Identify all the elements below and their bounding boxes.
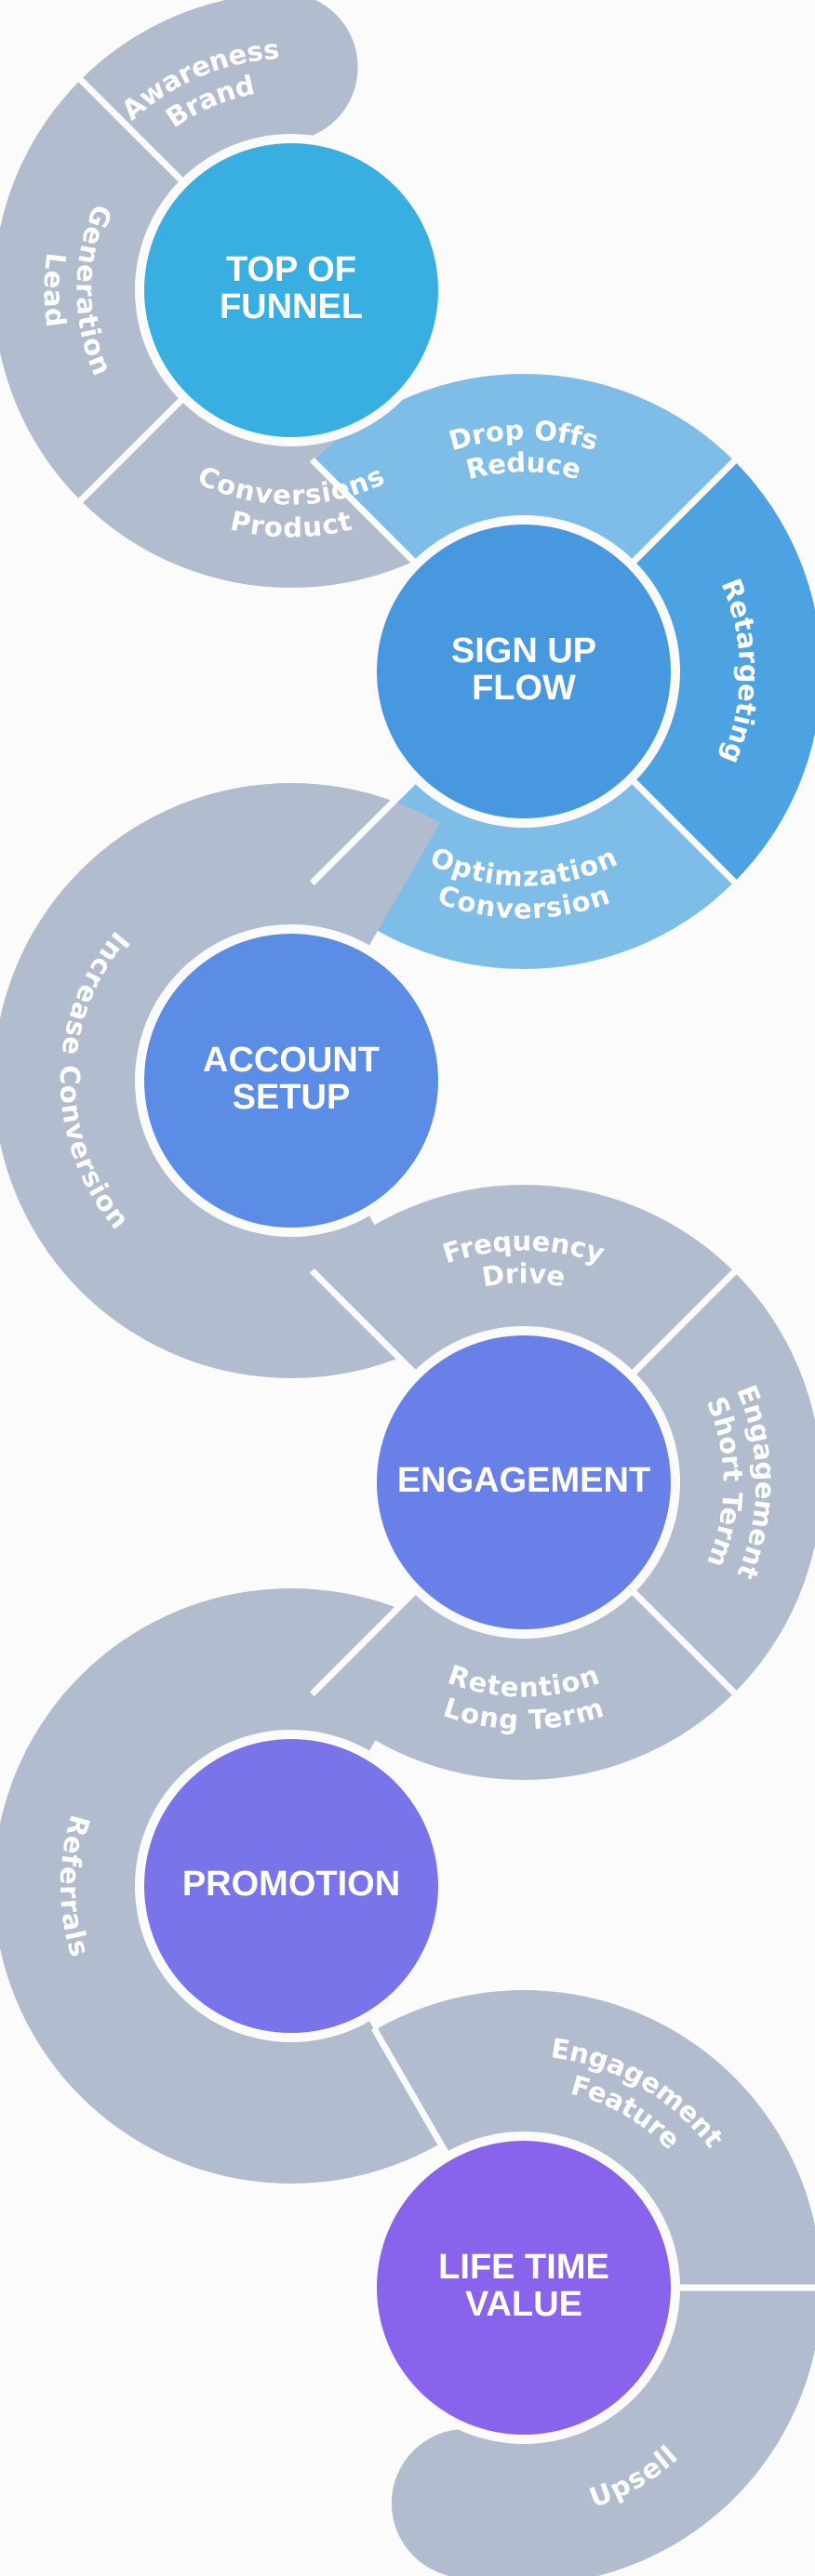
stage-title: FUNNEL [220, 287, 363, 326]
segment-short-term-engagement [629, 1271, 815, 1693]
label-drive-frequency-line: Drive [480, 1257, 568, 1293]
stage-circle [144, 1739, 438, 2033]
stage-circle [377, 524, 671, 818]
stage-title: TOP OF [226, 250, 356, 289]
sep-brand-lead [76, 75, 190, 189]
stage-title: VALUE [465, 2285, 582, 2324]
stage-title: SIGN UP [451, 631, 596, 671]
stage-title: ENGAGEMENT [397, 1461, 650, 1500]
stage-title: PROMOTION [182, 1865, 400, 1904]
segment-reduce-drop-offs [313, 373, 735, 566]
sep-drive-short [625, 1268, 739, 1381]
label-lead-generation-line: Lead [37, 251, 72, 329]
sep-product-reduce [309, 457, 422, 570]
stage-title: LIFE TIME [438, 2248, 609, 2287]
sep-reduce-retarget [625, 457, 739, 570]
sep-long-referrals [309, 1584, 422, 1697]
sep-lead-product [76, 392, 190, 505]
segment-lead-generation [0, 79, 186, 501]
upsell-end-cap [391, 2428, 541, 2576]
sep-retarget-conversion [625, 773, 739, 886]
sep-conversion-increase [309, 773, 422, 886]
segment-feature-engagement [375, 1990, 815, 2288]
segment-drive-frequency [313, 1184, 735, 1377]
sep-referrals-feature [370, 2026, 454, 2162]
stage-5: PROMOTION [135, 1730, 448, 2042]
stage-title: FLOW [472, 669, 576, 708]
sep-increase-drive [309, 1268, 422, 1381]
sep-short-long [625, 1584, 739, 1697]
stage-4: ENGAGEMENT [367, 1326, 680, 1639]
stage-title: SETUP [233, 1078, 351, 1117]
separators-layer [76, 75, 815, 2291]
stage-circle [377, 1335, 671, 1629]
brand-awareness-end-cap [208, 0, 358, 142]
stage-circle [144, 143, 438, 437]
stage-circle [144, 934, 438, 1228]
stage-title: ACCOUNT [203, 1041, 380, 1080]
stage-circle [377, 2141, 671, 2435]
segment-retargeting [629, 460, 815, 883]
